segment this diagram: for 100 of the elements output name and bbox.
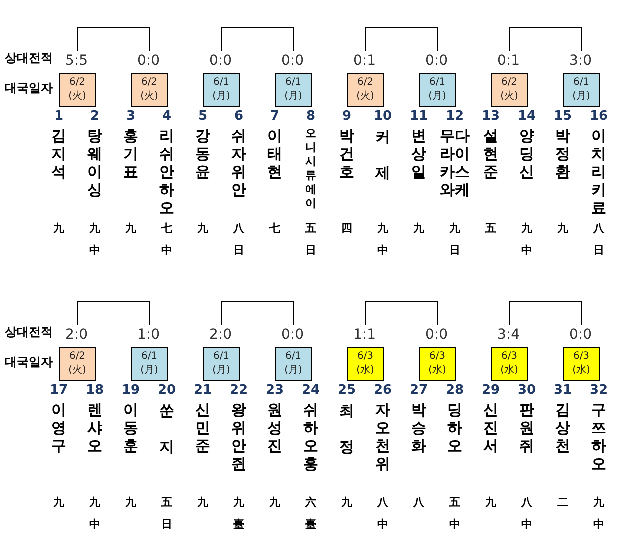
rank-mark: 九 bbox=[52, 222, 66, 236]
player-name: 원성진 bbox=[266, 401, 284, 455]
bracket-line bbox=[77, 302, 150, 326]
date-box: 6/3 (水) bbox=[563, 347, 600, 381]
score-label: 0:0 bbox=[282, 327, 304, 343]
player-number: 1 bbox=[53, 109, 65, 125]
score-label: 0:0 bbox=[426, 53, 448, 69]
bracket-line bbox=[365, 28, 438, 52]
country-mark: 中 bbox=[592, 518, 606, 532]
row-header: 대국일자 bbox=[5, 80, 53, 97]
rank-mark: 九 bbox=[448, 222, 462, 236]
player-number: 17 bbox=[48, 383, 70, 399]
player-name: 신진서 bbox=[482, 401, 500, 455]
player-name: 양딩신 bbox=[518, 127, 536, 181]
player-number: 26 bbox=[372, 383, 394, 399]
rank-mark: 八 bbox=[232, 222, 246, 236]
rank-mark: 八 bbox=[376, 496, 390, 510]
rank-mark: 九 bbox=[196, 496, 210, 510]
score-label: 1:1 bbox=[354, 327, 376, 343]
date-box: 6/1 (月) bbox=[275, 347, 312, 381]
rank-mark: 九 bbox=[52, 496, 66, 510]
player-number: 29 bbox=[480, 383, 502, 399]
date-box: 6/1 (月) bbox=[563, 73, 600, 107]
rank-mark: 九 bbox=[268, 496, 282, 510]
player-number: 31 bbox=[552, 383, 574, 399]
country-mark: 日 bbox=[160, 518, 174, 532]
player-name: 김상천 bbox=[554, 401, 572, 455]
player-number: 9 bbox=[341, 109, 353, 125]
player-number: 20 bbox=[156, 383, 178, 399]
player-number: 8 bbox=[305, 109, 317, 125]
player-name: 무다라이카스와케 bbox=[439, 127, 471, 199]
score-label: 0:1 bbox=[498, 53, 520, 69]
rank-mark: 九 bbox=[412, 222, 426, 236]
player-name: 왕위안쥔 bbox=[230, 401, 248, 473]
player-name: 쑨지 bbox=[158, 401, 176, 458]
player-name: 딩하오 bbox=[446, 401, 464, 455]
country-mark: 日 bbox=[592, 244, 606, 258]
bracket-line bbox=[77, 28, 150, 52]
player-number: 27 bbox=[408, 383, 430, 399]
rank-mark: 八 bbox=[412, 496, 426, 510]
rank-mark: 九 bbox=[124, 222, 138, 236]
player-name: 박건호 bbox=[338, 127, 356, 181]
player-name: 강동윤 bbox=[194, 127, 212, 181]
date-box: 6/2 (火) bbox=[491, 73, 528, 107]
player-number: 32 bbox=[588, 383, 610, 399]
rank-mark: 五 bbox=[448, 496, 462, 510]
country-mark: 中 bbox=[88, 244, 102, 258]
rank-mark: 九 bbox=[340, 496, 354, 510]
player-number: 22 bbox=[228, 383, 250, 399]
player-name: 홍기표 bbox=[122, 127, 140, 181]
player-number: 2 bbox=[89, 109, 101, 125]
score-label: 1:0 bbox=[138, 327, 160, 343]
rank-mark: 五 bbox=[484, 222, 498, 236]
rank-mark: 五 bbox=[304, 222, 318, 236]
date-box: 6/1 (月) bbox=[275, 73, 312, 107]
bracket-line bbox=[509, 302, 582, 326]
player-name: 신민준 bbox=[194, 401, 212, 455]
score-label: 0:0 bbox=[138, 53, 160, 69]
player-name: 오니시류에이 bbox=[304, 127, 318, 211]
rank-mark: 九 bbox=[592, 496, 606, 510]
score-label: 3:4 bbox=[498, 327, 520, 343]
player-name: 커제 bbox=[374, 127, 392, 184]
player-name: 이치리키료 bbox=[590, 127, 608, 217]
player-number: 18 bbox=[84, 383, 106, 399]
rank-mark: 七 bbox=[268, 222, 282, 236]
player-name: 설현준 bbox=[482, 127, 500, 181]
player-number: 10 bbox=[372, 109, 394, 125]
rank-mark: 七 bbox=[160, 222, 174, 236]
player-name: 이태현 bbox=[266, 127, 284, 181]
score-label: 0:0 bbox=[570, 327, 592, 343]
player-name: 탕웨이싱 bbox=[86, 127, 104, 199]
country-mark: 中 bbox=[376, 244, 390, 258]
player-number: 16 bbox=[588, 109, 610, 125]
player-number: 3 bbox=[125, 109, 137, 125]
bracket-line bbox=[365, 302, 438, 326]
player-name: 리쉬안하오 bbox=[158, 127, 176, 217]
player-number: 6 bbox=[233, 109, 245, 125]
rank-mark: 九 bbox=[376, 222, 390, 236]
country-mark: 中 bbox=[520, 518, 534, 532]
score-label: 0:0 bbox=[426, 327, 448, 343]
country-mark: 中 bbox=[448, 518, 462, 532]
country-mark: 日 bbox=[232, 244, 246, 258]
player-number: 14 bbox=[516, 109, 538, 125]
player-name: 김지석 bbox=[50, 127, 68, 181]
date-box: 6/1 (月) bbox=[203, 347, 240, 381]
country-mark: 日 bbox=[448, 244, 462, 258]
player-name: 최정 bbox=[338, 401, 356, 458]
player-number: 21 bbox=[192, 383, 214, 399]
row-header: 상대전적 bbox=[5, 324, 53, 341]
country-mark: 中 bbox=[520, 244, 534, 258]
date-box: 6/2 (火) bbox=[347, 73, 384, 107]
date-box: 6/2 (火) bbox=[131, 73, 168, 107]
player-number: 5 bbox=[197, 109, 209, 125]
player-number: 30 bbox=[516, 383, 538, 399]
date-box: 6/3 (水) bbox=[419, 347, 456, 381]
player-number: 15 bbox=[552, 109, 574, 125]
country-mark: 臺 bbox=[232, 518, 246, 532]
bracket-line bbox=[221, 302, 294, 326]
player-name: 쉬자위안 bbox=[230, 127, 248, 199]
player-number: 11 bbox=[408, 109, 430, 125]
